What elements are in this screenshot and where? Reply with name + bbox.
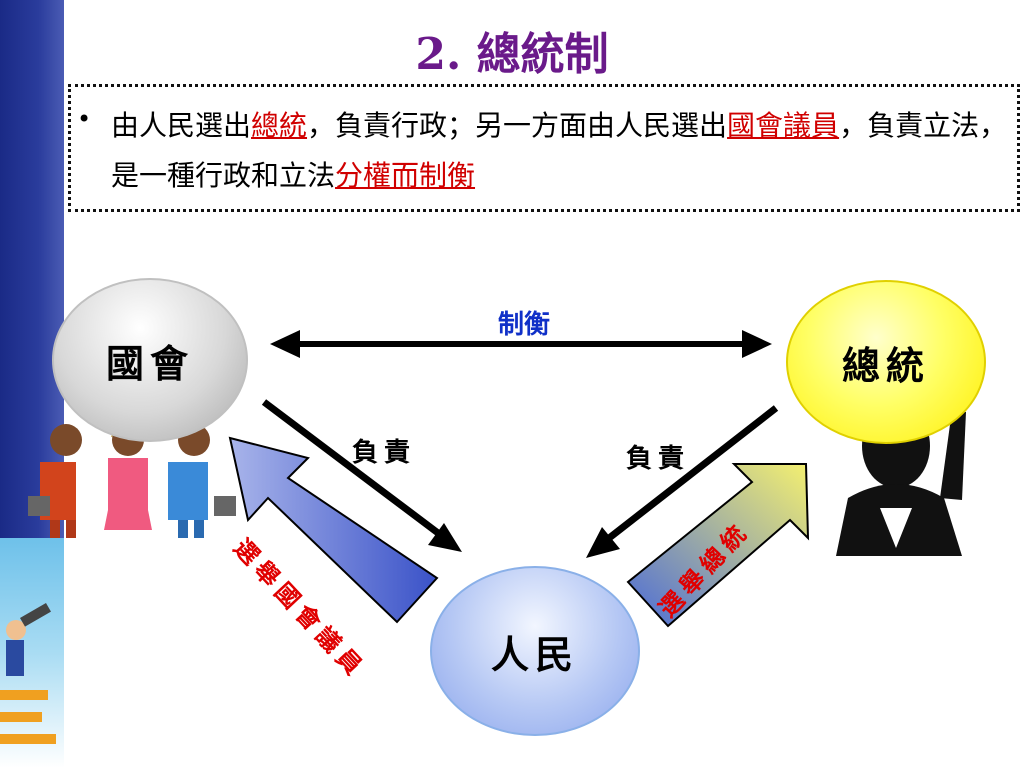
explorer-clipart [0,603,56,744]
definition-text: 由人民選出總統，負責行政；另一方面由人民選出國會議員，負責立法，是一種行政和立法… [111,101,1011,201]
node-people-label: 人民 [490,631,579,677]
node-congress: 國會 [52,278,248,442]
node-congress-label: 國會 [105,340,194,386]
node-president: 總統 [786,280,986,444]
slide-title: 2. 總統制 [415,29,609,80]
responsible-arrow-president [586,405,779,558]
elect-congress-band-arrow [228,436,439,624]
elect-president-band-arrow [626,463,810,628]
label-responsible-left: 負責 [352,438,417,468]
balance-arrow [270,330,772,358]
bullet-text-part-2: ，負責行政；另一方面由人民選出 [307,109,728,142]
highlight-separation-of-powers: 分權而制衡 [335,159,476,192]
node-president-label: 總統 [841,342,930,388]
definition-box: • 由人民選出總統，負責行政；另一方面由人民選出國會議員，負責立法，是一種行政和… [68,84,1020,212]
bullet-dot-icon: • [77,105,92,133]
label-balance: 制衡 [498,310,551,340]
bullet-text-part-1: 由人民選出 [111,109,252,142]
highlight-congress-members: 國會議員 [727,109,840,142]
label-responsible-right: 負責 [626,444,691,474]
highlight-president: 總統 [251,109,308,142]
bullet-text-part-3: ，負責立法，是一種行政和立法 [111,109,1008,192]
responsible-arrow-congress [261,399,462,552]
node-people: 人民 [430,566,640,736]
